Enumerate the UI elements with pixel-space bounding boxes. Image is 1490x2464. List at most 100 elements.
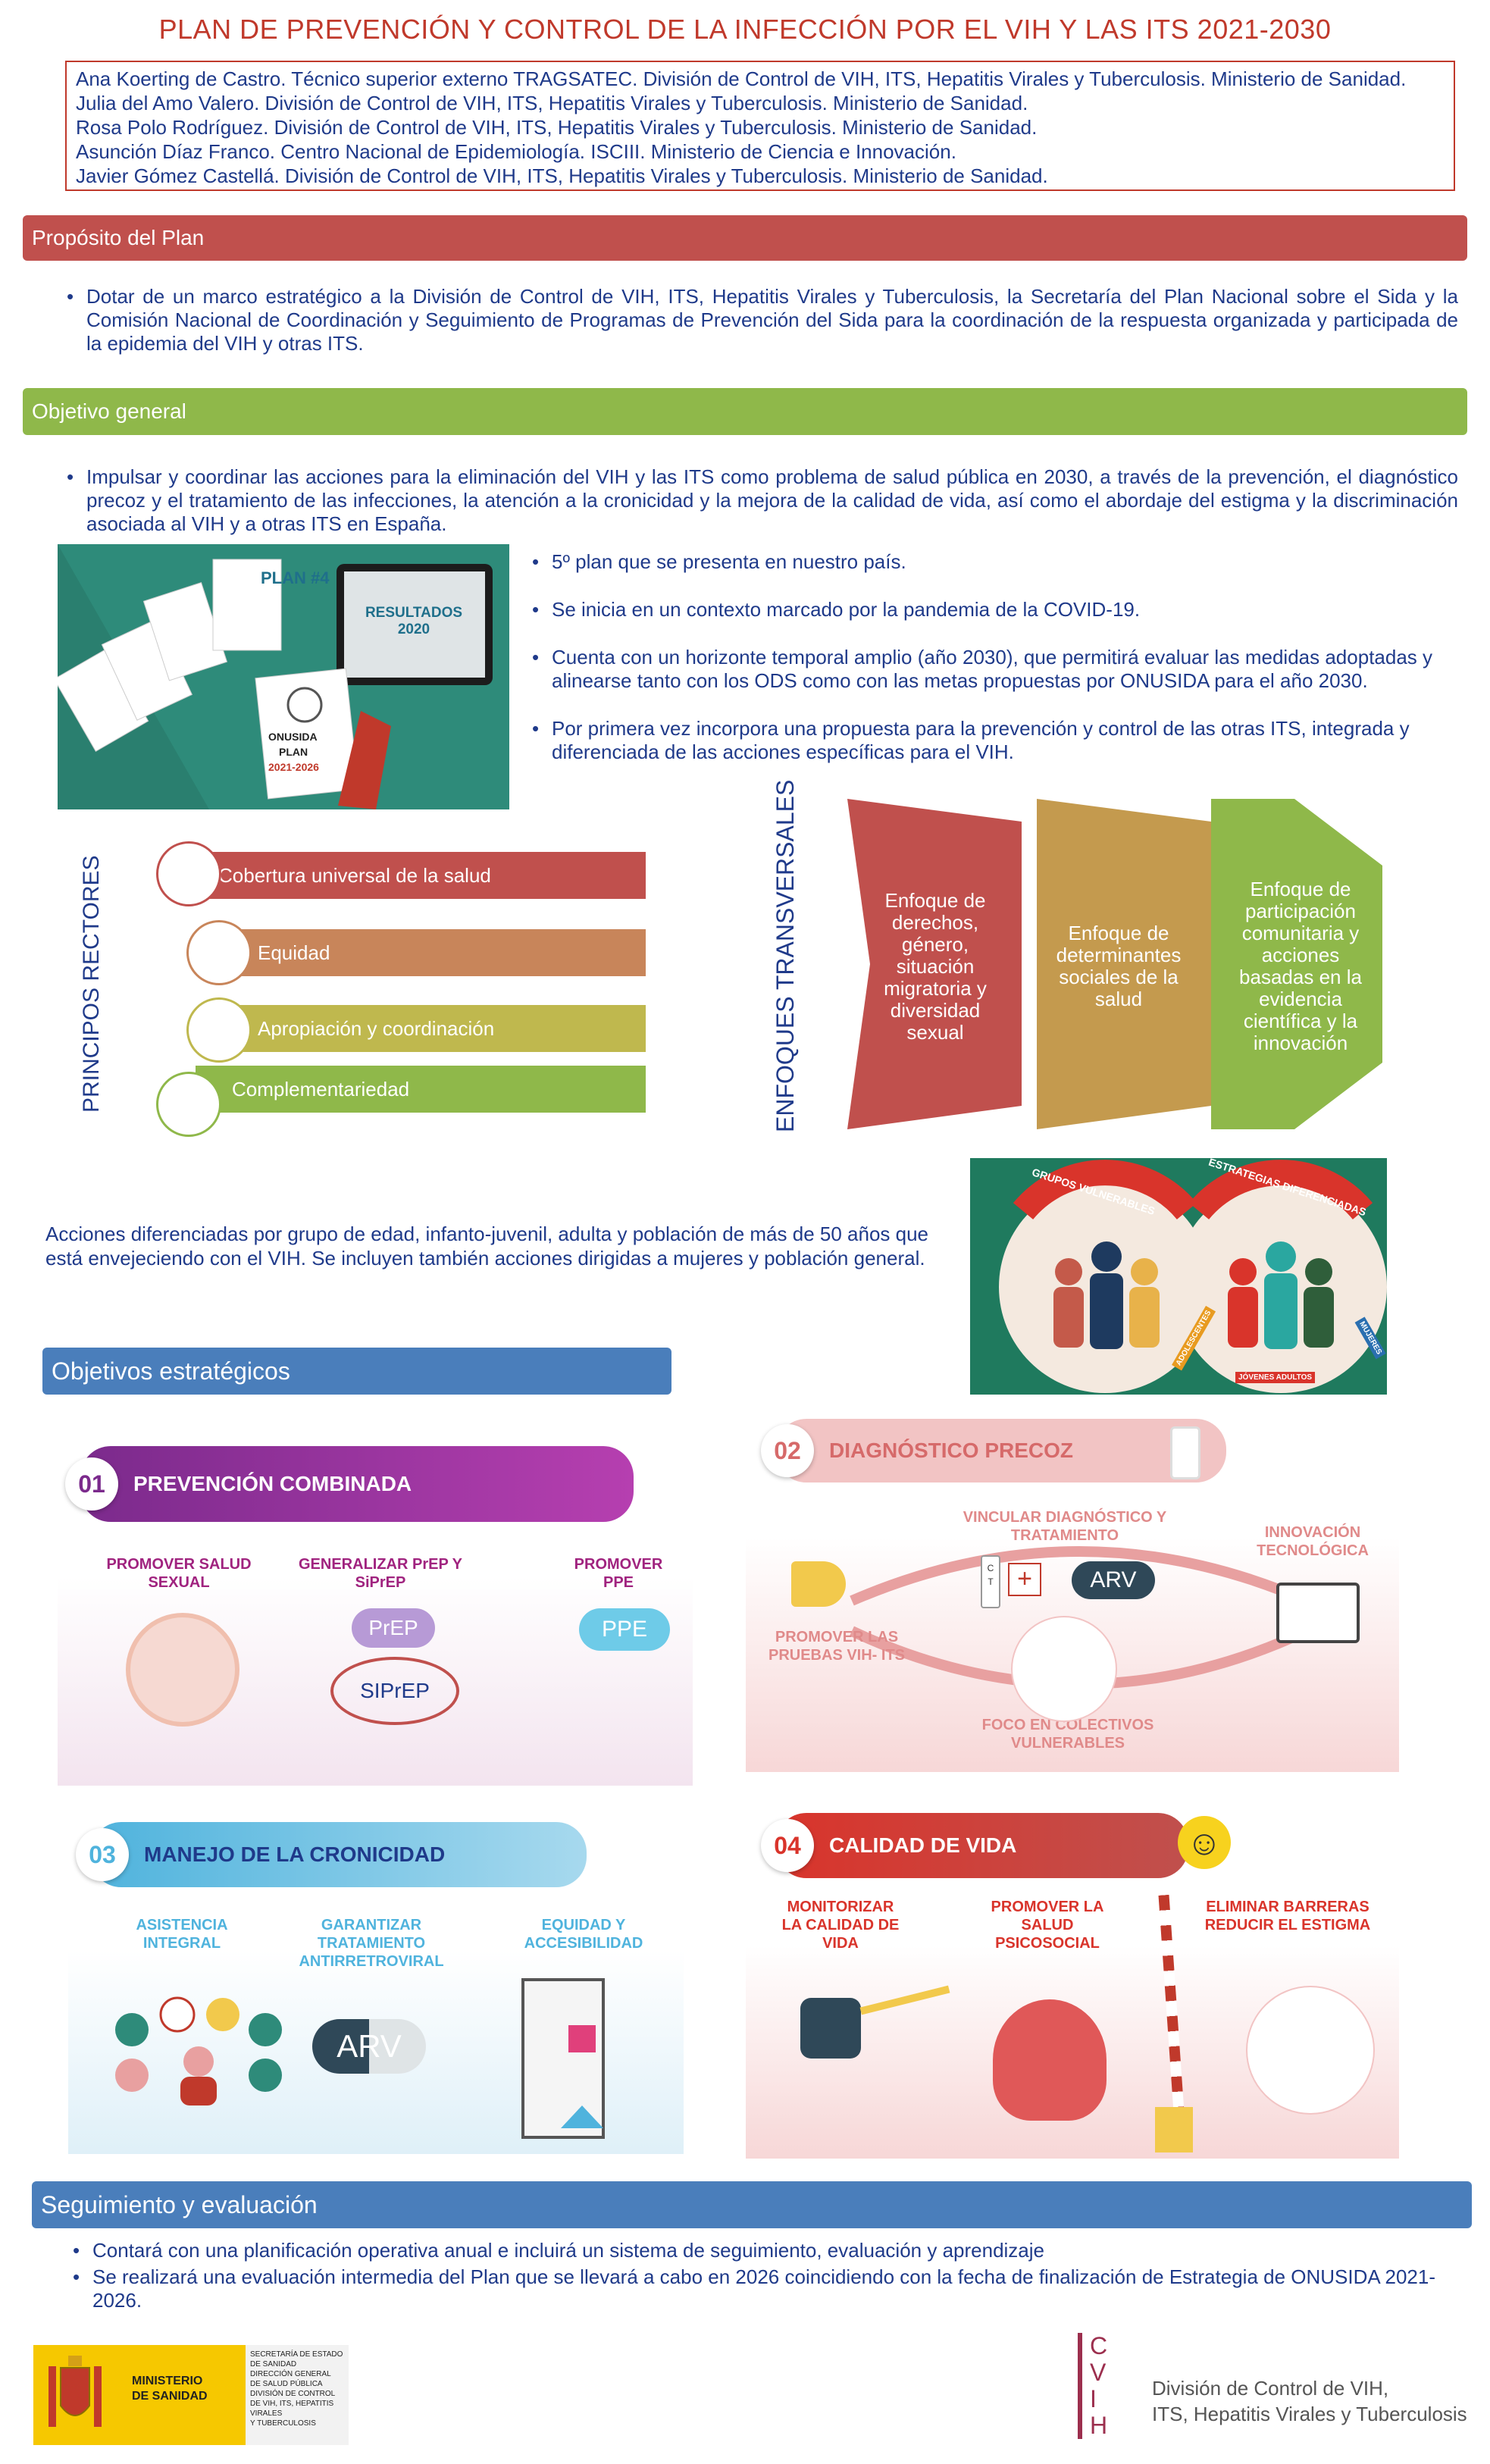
secretaria-line: SECRETARÍA DE ESTADO — [250, 2350, 343, 2359]
secretaria-line: DE SALUD PÚBLICA — [250, 2380, 323, 2388]
objective-title: PREVENCIÓN COMBINADA — [133, 1472, 412, 1495]
tape-measure-icon — [800, 1998, 861, 2059]
enfoque-text: Enfoque de participación comunitaria y a… — [1226, 834, 1375, 1099]
principio-label: Cobertura universal de la salud — [218, 863, 491, 887]
section-header-estrategicos: Objetivos estratégicos — [42, 1348, 671, 1395]
people-group-icon — [1246, 1986, 1375, 2115]
secretaria-line: DE VIH, ITS, HEPATITIS VIRALES — [250, 2400, 334, 2418]
pill-diagnostico: 02 DIAGNÓSTICO PRECOZ — [761, 1419, 1226, 1482]
megaphone-icon — [791, 1561, 846, 1607]
cvih-letter: C — [1090, 2332, 1108, 2359]
secretaria-line: DIRECCIÓN GENERAL — [250, 2370, 331, 2378]
objective-title: MANEJO DE LA CRONICIDAD — [144, 1843, 446, 1866]
objective-title: DIAGNÓSTICO PRECOZ — [829, 1439, 1074, 1462]
head-plants-icon — [993, 1999, 1107, 2121]
objective-number: 02 — [761, 1424, 814, 1477]
test-t: T — [988, 1576, 994, 1587]
condom-icon — [126, 1613, 239, 1727]
plan-points-list: 5º plan que se presenta en nuestro país.… — [532, 550, 1458, 788]
panel-calidad: 04 CALIDAD DE VIDA ☺ MONITORIZAR LA CALI… — [746, 1804, 1399, 2159]
enfoques-chevrons — [847, 799, 1382, 1129]
author-line: Asunción Díaz Franco. Centro Nacional de… — [76, 140, 956, 163]
principio-bar: Cobertura universal de la salud — [196, 852, 646, 899]
cvih-logo: C V I H División de Control de VIH, ITS,… — [1078, 2332, 1467, 2439]
coat-of-arms-icon — [42, 2353, 108, 2437]
cvih-text: División de Control de VIH, ITS, Hepatit… — [1152, 2375, 1467, 2427]
principios-label: PRINCIPOS RECTORES — [79, 855, 104, 1113]
enfoque-label: Enfoque de derechos, género, situación m… — [884, 888, 987, 1044]
sub-label: FOCO EN COLECTIVOS VULNERABLES — [981, 1717, 1154, 1752]
cvih-letter: I — [1090, 2385, 1097, 2412]
section-header-proposito: Propósito del Plan — [23, 215, 1467, 261]
section-header-objetivo: Objetivo general — [23, 388, 1467, 435]
secretaria-line: DIVISIÓN DE CONTROL — [250, 2390, 336, 2398]
objective-number: 01 — [65, 1457, 118, 1511]
pill-prevencion: 01 PREVENCIÓN COMBINADA — [65, 1446, 634, 1522]
panel-prevencion: 01 PREVENCIÓN COMBINADA PROMOVER SALUD S… — [58, 1437, 693, 1786]
principio-circle — [186, 920, 252, 985]
sub-label: PROMOVER SALUD SEXUAL — [106, 1556, 252, 1591]
author-line: Ana Koerting de Castro. Técnico superior… — [76, 67, 1407, 90]
authors-box: Ana Koerting de Castro. Técnico superior… — [65, 61, 1455, 191]
book-title: ONUSIDA — [268, 731, 318, 743]
sub-label: ASISTENCIA INTEGRAL — [136, 1917, 228, 1952]
principio-label: Apropiación y coordinación — [258, 1016, 495, 1040]
plan-card-label: PLAN #4 — [261, 568, 330, 587]
list-item: Por primera vez incorpora una propuesta … — [532, 717, 1458, 764]
accessibility-sign-icon — [568, 2025, 596, 2052]
sub-label: PROMOVER PPE — [574, 1556, 663, 1591]
list-item: Dotar de un marco estratégico a la Divis… — [67, 285, 1458, 355]
cvih-line: División de Control de VIH, — [1152, 2377, 1389, 2400]
secretaria-line: Y TUBERCULOSIS — [250, 2419, 316, 2428]
test-c: C — [987, 1563, 994, 1573]
principio-label: Complementariedad — [232, 1077, 410, 1101]
sub-label: GENERALIZAR PrEP Y SiPrEP — [299, 1556, 462, 1591]
laptop-icon — [1276, 1583, 1360, 1643]
ministerio-line: DE SANIDAD — [132, 2390, 208, 2403]
arv-pill-icon: ARV — [312, 2019, 426, 2074]
sub-label: EQUIDAD Y ACCESIBILIDAD — [524, 1917, 643, 1952]
enfoque-label: Enfoque de participación comunitaria y a… — [1239, 878, 1362, 1054]
list-item: Contará con una planificación operativa … — [73, 2239, 1461, 2262]
seguimiento-list: Contará con una planificación operativa … — [73, 2239, 1461, 2315]
sub-label: INNOVACIÓN TECNOLÓGICA — [1257, 1524, 1369, 1559]
plan-history-illustration: PLAN #4 RESULTADOS 2020 ONUSIDA PLAN 202… — [58, 544, 509, 809]
objective-number: 03 — [76, 1828, 129, 1881]
objective-title: CALIDAD DE VIDA — [829, 1833, 1017, 1857]
cvih-line: ITS, Hepatitis Virales y Tuberculosis — [1152, 2403, 1467, 2425]
cvih-letter: V — [1090, 2359, 1107, 2386]
sub-label: ELIMINAR BARRERAS REDUCIR EL ESTIGMA — [1204, 1899, 1371, 1933]
ppe-pill-icon: PPE — [579, 1608, 670, 1651]
section-header-seguimiento: Seguimiento y evaluación — [32, 2181, 1472, 2228]
panel-cronicidad: 03 MANEJO DE LA CRONICIDAD ASISTENCIA IN… — [68, 1814, 684, 2154]
prep-pill-icon: PrEP — [352, 1608, 435, 1648]
secretaria-line: DE SANIDAD — [250, 2360, 297, 2369]
book-years: 2021-2026 — [268, 761, 319, 773]
grupos-illustration: GRUPOS VULNERABLES ESTRATEGIAS DIFERENCI… — [970, 1158, 1387, 1395]
author-line: Rosa Polo Rodríguez. División de Control… — [76, 116, 1038, 139]
screen-label: RESULTADOS 2020 — [365, 605, 463, 637]
tape-icon — [859, 1985, 950, 2015]
barrier-base-icon — [1155, 2107, 1193, 2152]
list-item: Cuenta con un horizonte temporal amplio … — [532, 646, 1458, 693]
list-item: Impulsar y coordinar las acciones para l… — [67, 465, 1458, 536]
panel-diagnostico: 02 DIAGNÓSTICO PRECOZ VINCULAR DIAGNÓSTI… — [746, 1411, 1399, 1772]
principio-bar: Apropiación y coordinación — [227, 1005, 646, 1052]
enfoque-label: Enfoque de determinantes sociales de la … — [1056, 922, 1182, 1010]
poster-title: PLAN DE PREVENCIÓN Y CONTROL DE LA INFEC… — [158, 14, 1332, 45]
ministerio-line: MINISTERIO — [132, 2375, 203, 2387]
smiley-icon: ☺ — [1178, 1816, 1231, 1869]
ministerio-logo: MINISTERIO DE SANIDAD SECRETARÍA DE ESTA… — [33, 2345, 349, 2445]
objetivo-list: Impulsar y coordinar las acciones para l… — [67, 465, 1458, 542]
acciones-text: Acciones diferenciadas por grupo de edad… — [45, 1223, 929, 1270]
list-item: 5º plan que se presenta en nuestro país. — [532, 550, 1458, 574]
arrow-up-icon — [561, 2106, 603, 2128]
author-line: Javier Gómez Castellá. División de Contr… — [76, 164, 1048, 187]
tag-jovenes: JÓVENES ADULTOS — [1235, 1372, 1316, 1383]
list-item: Se realizará una evaluación intermedia d… — [73, 2265, 1461, 2312]
sub-label: VINCULAR DIAGNÓSTICO Y TRATAMIENTO — [963, 1509, 1167, 1544]
principio-bar: Complementariedad — [196, 1066, 646, 1113]
sub-label: PROMOVER LA SALUD PSICOSOCIAL — [991, 1899, 1104, 1952]
principio-label: Equidad — [258, 941, 330, 964]
